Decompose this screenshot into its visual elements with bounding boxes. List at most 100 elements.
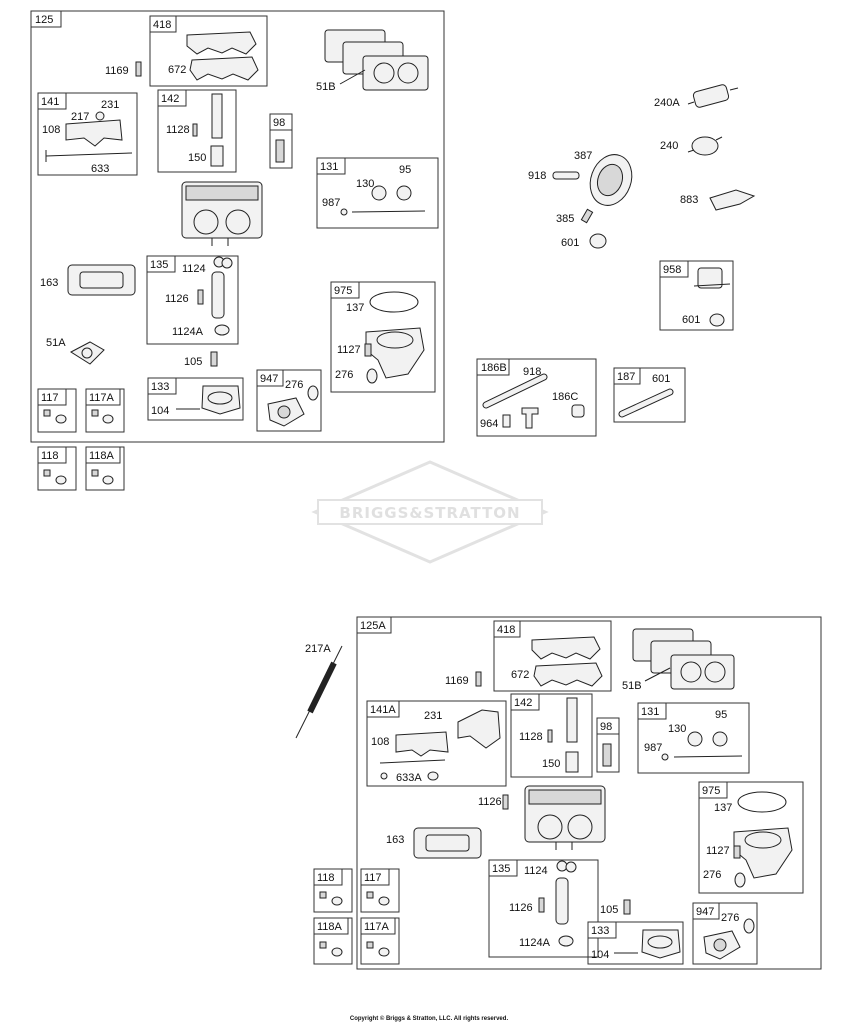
svg-text:135: 135 — [150, 259, 168, 271]
screw-385: 385 — [556, 208, 594, 225]
box-418: 418 672 — [149, 15, 268, 87]
box-118A-b: 118A — [313, 917, 353, 965]
flange-51A: 51A — [46, 337, 105, 365]
svg-text:133: 133 — [151, 381, 169, 393]
svg-text:131: 131 — [641, 706, 659, 718]
copyright-text: Copyright © Briggs & Stratton, LLC. All … — [350, 1015, 509, 1022]
box-135-b: 135 1124 1126 1124A — [488, 859, 599, 958]
box-118: 118 — [37, 446, 77, 491]
svg-text:51B: 51B — [316, 81, 336, 93]
svg-text:947: 947 — [696, 906, 714, 918]
box-133-b: 133 104 — [587, 921, 684, 965]
svg-text:105: 105 — [184, 356, 202, 368]
svg-text:51B: 51B — [622, 680, 642, 692]
svg-text:672: 672 — [511, 669, 529, 681]
svg-text:918: 918 — [523, 366, 541, 378]
fuel-filter-240A: 240A — [654, 84, 739, 109]
box-418-b: 418 672 — [493, 620, 612, 692]
svg-text:125: 125 — [35, 14, 53, 26]
svg-text:187: 187 — [617, 371, 635, 383]
svg-text:95: 95 — [715, 709, 727, 721]
box-142: 142 1128 150 — [157, 89, 237, 173]
svg-text:137: 137 — [714, 802, 732, 814]
svg-text:117: 117 — [364, 872, 382, 884]
screw-part — [502, 794, 509, 810]
svg-text:105: 105 — [600, 904, 618, 916]
svg-text:387: 387 — [574, 150, 592, 162]
svg-text:276: 276 — [285, 379, 303, 391]
svg-text:98: 98 — [273, 117, 285, 129]
svg-text:118A: 118A — [317, 921, 343, 933]
svg-text:601: 601 — [561, 237, 579, 249]
box-975-b: 975 137 1127 276 — [698, 781, 804, 894]
svg-text:240: 240 — [660, 140, 678, 152]
svg-text:117: 117 — [41, 392, 59, 404]
screw-part — [135, 61, 142, 77]
svg-text:987: 987 — [322, 197, 340, 209]
svg-text:418: 418 — [497, 624, 515, 636]
svg-text:141A: 141A — [370, 704, 396, 716]
gasket-stack-51B-b: 51B — [622, 628, 735, 692]
box-117A-b: 117A — [360, 917, 400, 965]
carburetor-part — [181, 181, 263, 246]
box-125A: 125A — [356, 616, 822, 970]
svg-text:186B: 186B — [481, 362, 507, 374]
svg-text:95: 95 — [399, 164, 411, 176]
svg-text:964: 964 — [480, 418, 498, 430]
svg-text:1126: 1126 — [165, 293, 189, 305]
svg-text:947: 947 — [260, 373, 278, 385]
svg-text:104: 104 — [591, 949, 609, 961]
svg-text:217: 217 — [71, 111, 89, 123]
svg-text:231: 231 — [424, 710, 442, 722]
svg-text:633: 633 — [91, 163, 109, 175]
svg-text:1124A: 1124A — [519, 937, 551, 949]
svg-text:633A: 633A — [396, 772, 422, 784]
svg-text:601: 601 — [652, 373, 670, 385]
box-98-b: 98 — [596, 717, 620, 773]
box-118-b: 118 — [313, 868, 353, 913]
svg-text:141: 141 — [41, 96, 59, 108]
svg-text:1126: 1126 — [509, 902, 533, 914]
svg-text:1169: 1169 — [445, 675, 469, 687]
svg-text:133: 133 — [591, 925, 609, 937]
svg-text:130: 130 — [356, 178, 374, 190]
box-117: 117 — [37, 388, 77, 433]
svg-text:1127: 1127 — [706, 845, 730, 857]
svg-text:975: 975 — [702, 785, 720, 797]
box-947: 947 276 — [256, 369, 322, 432]
box-117A: 117A — [85, 388, 125, 433]
svg-text:672: 672 — [168, 64, 186, 76]
watermark-text: BRIGGS&STRATTON — [339, 504, 520, 522]
svg-text:98: 98 — [600, 721, 612, 733]
box-947-b: 947 276 — [692, 902, 758, 965]
svg-text:276: 276 — [335, 369, 353, 381]
svg-text:163: 163 — [386, 834, 404, 846]
box-186B: 186B 918 186C 964 — [476, 358, 597, 437]
gasket-163: 163 — [40, 264, 136, 296]
svg-text:163: 163 — [40, 277, 58, 289]
svg-text:117A: 117A — [364, 921, 390, 933]
box-125: 125 — [30, 10, 445, 443]
svg-text:1128: 1128 — [166, 124, 190, 136]
svg-text:231: 231 — [101, 99, 119, 111]
svg-text:108: 108 — [42, 124, 60, 136]
fuel-pump-387: 387 918 — [528, 150, 633, 206]
gasket-stack-51B: 51B — [316, 29, 429, 93]
svg-text:51A: 51A — [46, 337, 66, 349]
fitting-105-b — [623, 899, 631, 915]
box-131: 131 95 130 987 — [316, 157, 439, 229]
svg-text:104: 104 — [151, 405, 169, 417]
svg-text:217A: 217A — [305, 643, 331, 655]
svg-text:130: 130 — [668, 723, 686, 735]
svg-text:186C: 186C — [552, 391, 578, 403]
svg-text:142: 142 — [514, 697, 532, 709]
box-117-b: 117 — [360, 868, 400, 913]
svg-text:958: 958 — [663, 264, 681, 276]
svg-text:418: 418 — [153, 19, 171, 31]
svg-text:1124: 1124 — [524, 865, 548, 877]
box-142-b: 142 1128 150 — [510, 693, 593, 778]
svg-text:131: 131 — [320, 161, 338, 173]
box-131-b: 131 95 130 987 — [637, 702, 750, 774]
svg-text:1124: 1124 — [182, 263, 206, 275]
